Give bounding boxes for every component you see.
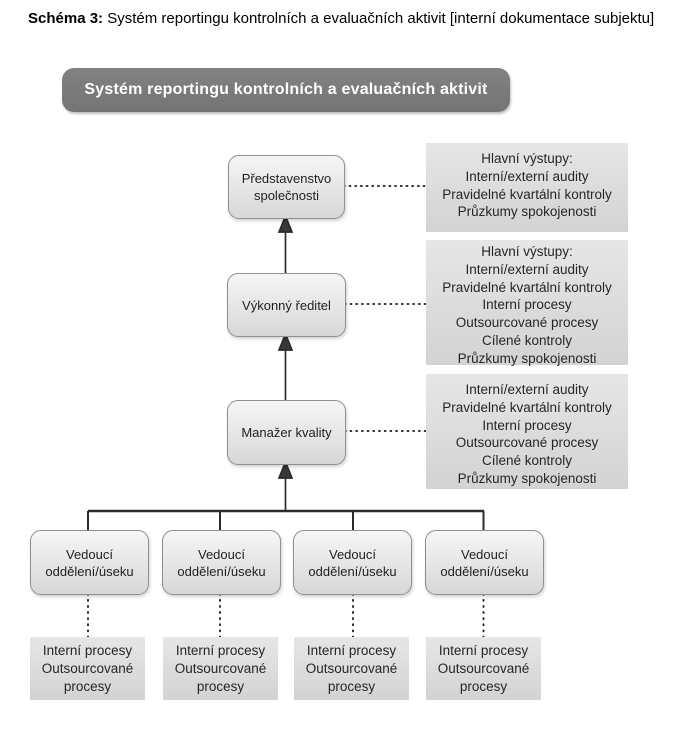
process-panel-1: Interní procesy Outsourcované procesy bbox=[30, 637, 145, 700]
node-executive-director: Výkonný ředitel bbox=[227, 273, 346, 337]
figure-caption-label: Schéma 3: bbox=[28, 10, 104, 27]
diagram-title-banner: Systém reportingu kontrolních a evaluačn… bbox=[62, 68, 510, 112]
process-panel-2: Interní procesy Outsourcované procesy bbox=[163, 637, 278, 700]
figure-caption: Schéma 3: Systém reportingu kontrolních … bbox=[28, 8, 656, 29]
process-panel-3: Interní procesy Outsourcované procesy bbox=[294, 637, 409, 700]
node-department-head-3: Vedoucí oddělení/úseku bbox=[293, 530, 412, 595]
figure-caption-text: Systém reportingu kontrolních a evaluačn… bbox=[103, 10, 655, 27]
node-department-head-2: Vedoucí oddělení/úseku bbox=[162, 530, 281, 595]
node-department-head-4: Vedoucí oddělení/úseku bbox=[425, 530, 544, 595]
node-department-head-1: Vedoucí oddělení/úseku bbox=[30, 530, 149, 595]
outputs-panel-executive-director: Hlavní výstupy: Interní/externí audity P… bbox=[426, 240, 628, 366]
node-board: Představenstvo společnosti bbox=[228, 155, 345, 219]
process-panel-4: Interní procesy Outsourcované procesy bbox=[426, 637, 541, 700]
outputs-panel-board: Hlavní výstupy: Interní/externí audity P… bbox=[426, 143, 628, 232]
node-quality-manager: Manažer kvality bbox=[227, 400, 346, 465]
outputs-panel-quality-manager: Interní/externí audity Pravidelné kvartá… bbox=[426, 374, 628, 489]
